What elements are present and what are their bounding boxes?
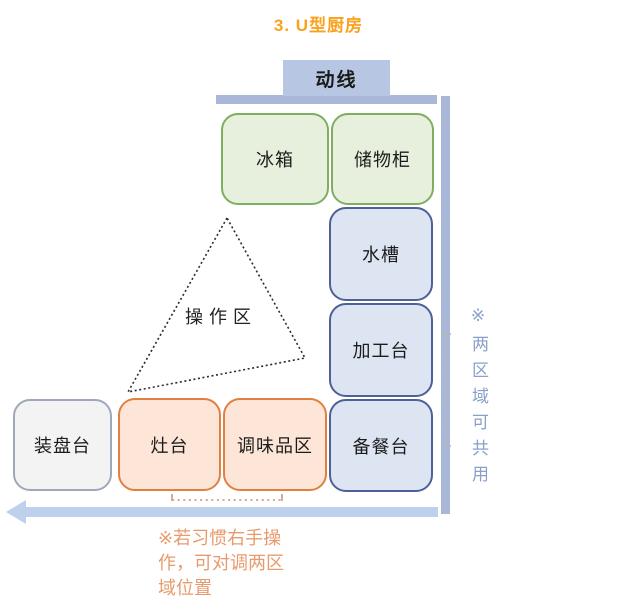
zone-seasoning-area: 调味品区 xyxy=(223,398,327,491)
flow-arrow-bottom xyxy=(25,507,438,517)
zone-meal-prep-counter: 备餐台 xyxy=(329,399,433,492)
zone-sink: 水槽 xyxy=(329,207,433,301)
shared-zone-note: ※两区域可共用 xyxy=(469,306,488,491)
work-triangle-label: 操作区 xyxy=(185,307,257,327)
page-title: 3. U型厨房 xyxy=(273,16,364,35)
swap-zone-note: ※若习惯右手操 作，可对调两区 域位置 xyxy=(158,528,284,598)
zone-stove: 灶台 xyxy=(118,398,221,491)
flow-bar-right xyxy=(441,96,450,514)
flow-arrow-head-icon xyxy=(6,500,26,524)
zone-fridge: 冰箱 xyxy=(221,113,329,205)
flow-line-label: 动线 xyxy=(283,60,390,96)
flow-bar-top xyxy=(216,95,437,104)
zone-storage-cabinet: 储物柜 xyxy=(331,113,434,205)
zone-plating-counter: 装盘台 xyxy=(13,399,112,491)
swap-span-dashed-line xyxy=(171,494,283,501)
shared-span-dashed-line xyxy=(441,333,452,447)
zone-processing-counter: 加工台 xyxy=(329,303,433,397)
